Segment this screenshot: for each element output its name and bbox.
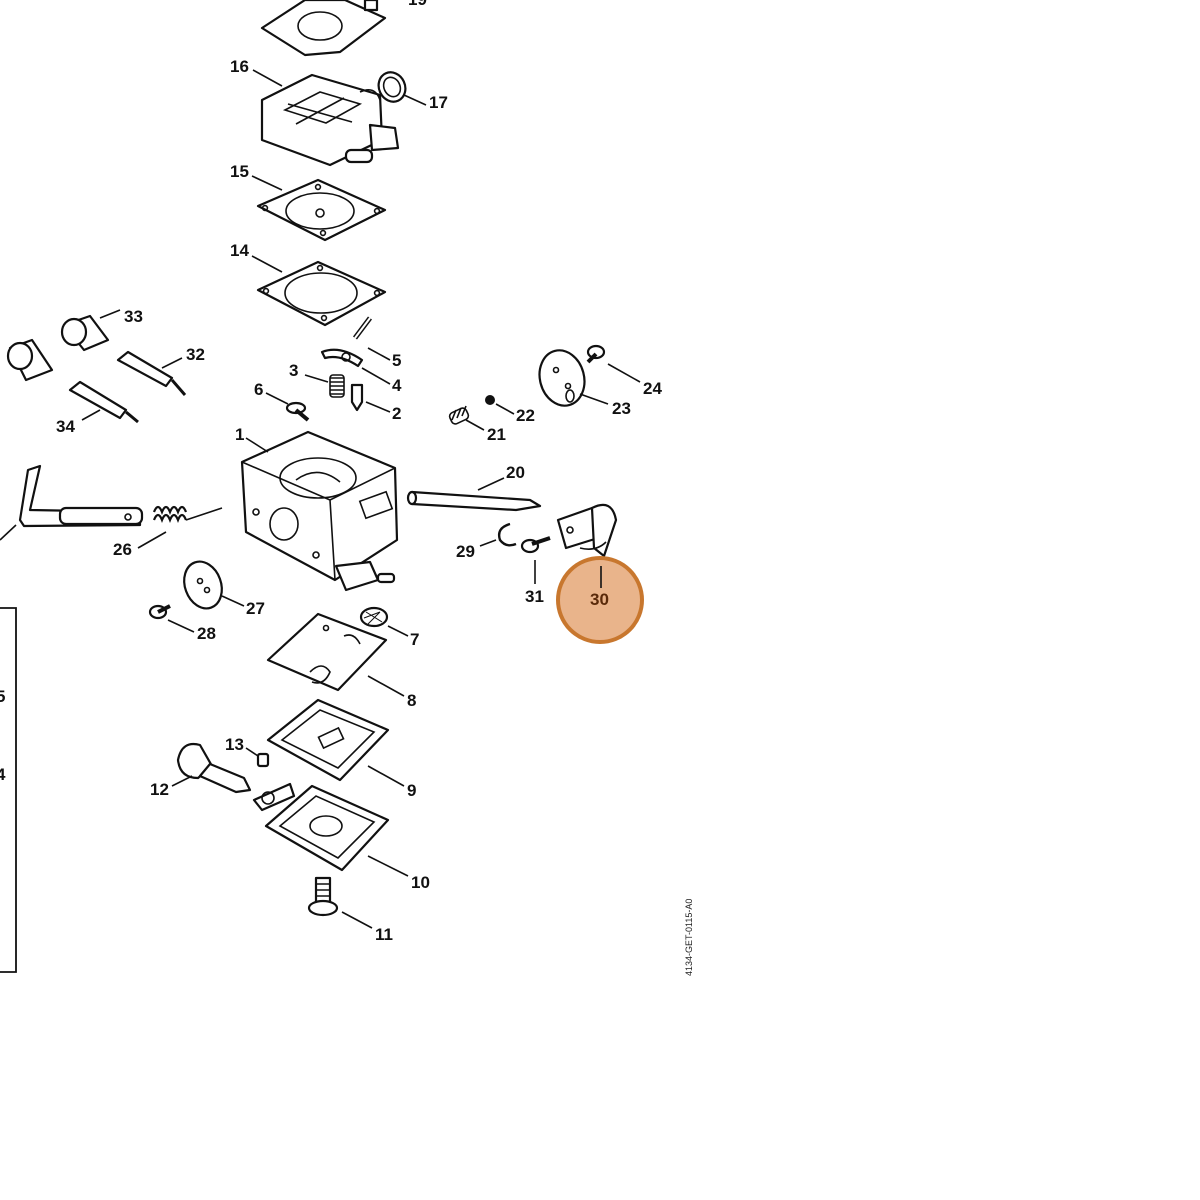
part-17-o-ring[interactable] [374, 68, 410, 106]
part-3-spring[interactable] [329, 374, 345, 398]
part-4-lever[interactable] [320, 348, 364, 368]
part-13-spring[interactable] [256, 752, 270, 768]
callout-32: 32 [186, 345, 205, 364]
part-1-carburetor-body[interactable] [240, 430, 399, 592]
part-2-inlet-needle[interactable] [350, 383, 364, 412]
part-16-pump-body[interactable] [260, 73, 400, 167]
callout-5: 5 [392, 351, 401, 370]
part-14-gasket[interactable] [256, 260, 387, 327]
callout-13: 13 [225, 735, 244, 754]
callout-24: 24 [643, 379, 662, 398]
callout-15: 15 [230, 162, 249, 181]
callout-29: 29 [456, 542, 475, 561]
callout-8: 8 [407, 691, 416, 710]
part-30-throttle-lever[interactable] [556, 503, 618, 558]
callout-19: 19 [408, 0, 427, 9]
callout-21: 21 [487, 425, 506, 444]
part-15-diaphragm[interactable] [256, 178, 387, 242]
part-23-throttle-plate[interactable] [534, 345, 591, 410]
part-34-adjusting-screw[interactable] [68, 380, 139, 424]
callout-34: 34 [56, 417, 75, 436]
part-7-fuel-strainer[interactable] [359, 606, 389, 628]
callout-16: 16 [230, 57, 249, 76]
edge-number-4: 4 [0, 765, 6, 784]
callout-2: 2 [392, 404, 401, 423]
callout-1: 1 [235, 425, 244, 444]
callout-33: 33 [124, 307, 143, 326]
part-33-limiter-cap[interactable] [6, 314, 110, 382]
callout-23: 23 [612, 399, 631, 418]
part-26-choke-shaft[interactable] [0, 464, 223, 541]
part-top-gasket[interactable] [260, 0, 387, 57]
callout-6: 6 [254, 380, 263, 399]
callout-7: 7 [410, 630, 419, 649]
callout-4: 4 [392, 376, 402, 395]
callout-20: 20 [506, 463, 525, 482]
callout-14: 14 [230, 241, 249, 260]
part-6-screw[interactable] [285, 401, 310, 422]
callout-30: 30 [590, 590, 609, 609]
part-29-clip[interactable] [497, 522, 517, 547]
part-24-screw[interactable] [586, 344, 606, 364]
part-27-choke-plate[interactable] [178, 556, 228, 613]
callout-10: 10 [411, 873, 430, 892]
side-panel-frame: 5 4 [0, 607, 17, 973]
highlight-marker-30[interactable]: 30 [556, 556, 644, 644]
part-32-adjusting-screw[interactable] [116, 350, 187, 396]
part-10-carburetor-cover[interactable] [252, 782, 390, 872]
part-28-screw[interactable] [148, 604, 171, 620]
callout-17: 17 [429, 93, 448, 112]
part-22-ball[interactable] [485, 395, 495, 405]
part-12-plug[interactable] [176, 742, 252, 794]
callout-3: 3 [289, 361, 298, 380]
edge-number-5: 5 [0, 687, 5, 706]
part-20-throttle-shaft[interactable] [406, 490, 542, 512]
part-8-metering-diaphragm[interactable] [266, 612, 388, 692]
drawing-reference-code: 4134-GET-0115-A0 [684, 899, 694, 976]
callout-28: 28 [197, 624, 216, 643]
callout-12: 12 [150, 780, 169, 799]
part-21-spring[interactable] [448, 405, 470, 425]
callout-31: 31 [525, 587, 544, 606]
callout-9: 9 [407, 781, 416, 800]
callout-26: 26 [113, 540, 132, 559]
part-31-screw[interactable] [520, 536, 551, 554]
callout-22: 22 [516, 406, 535, 425]
part-11-screw[interactable] [307, 876, 339, 917]
callout-27: 27 [246, 599, 265, 618]
part-9-gasket[interactable] [266, 698, 390, 782]
part-5-pin[interactable] [353, 316, 372, 340]
callout-11: 11 [375, 925, 393, 944]
